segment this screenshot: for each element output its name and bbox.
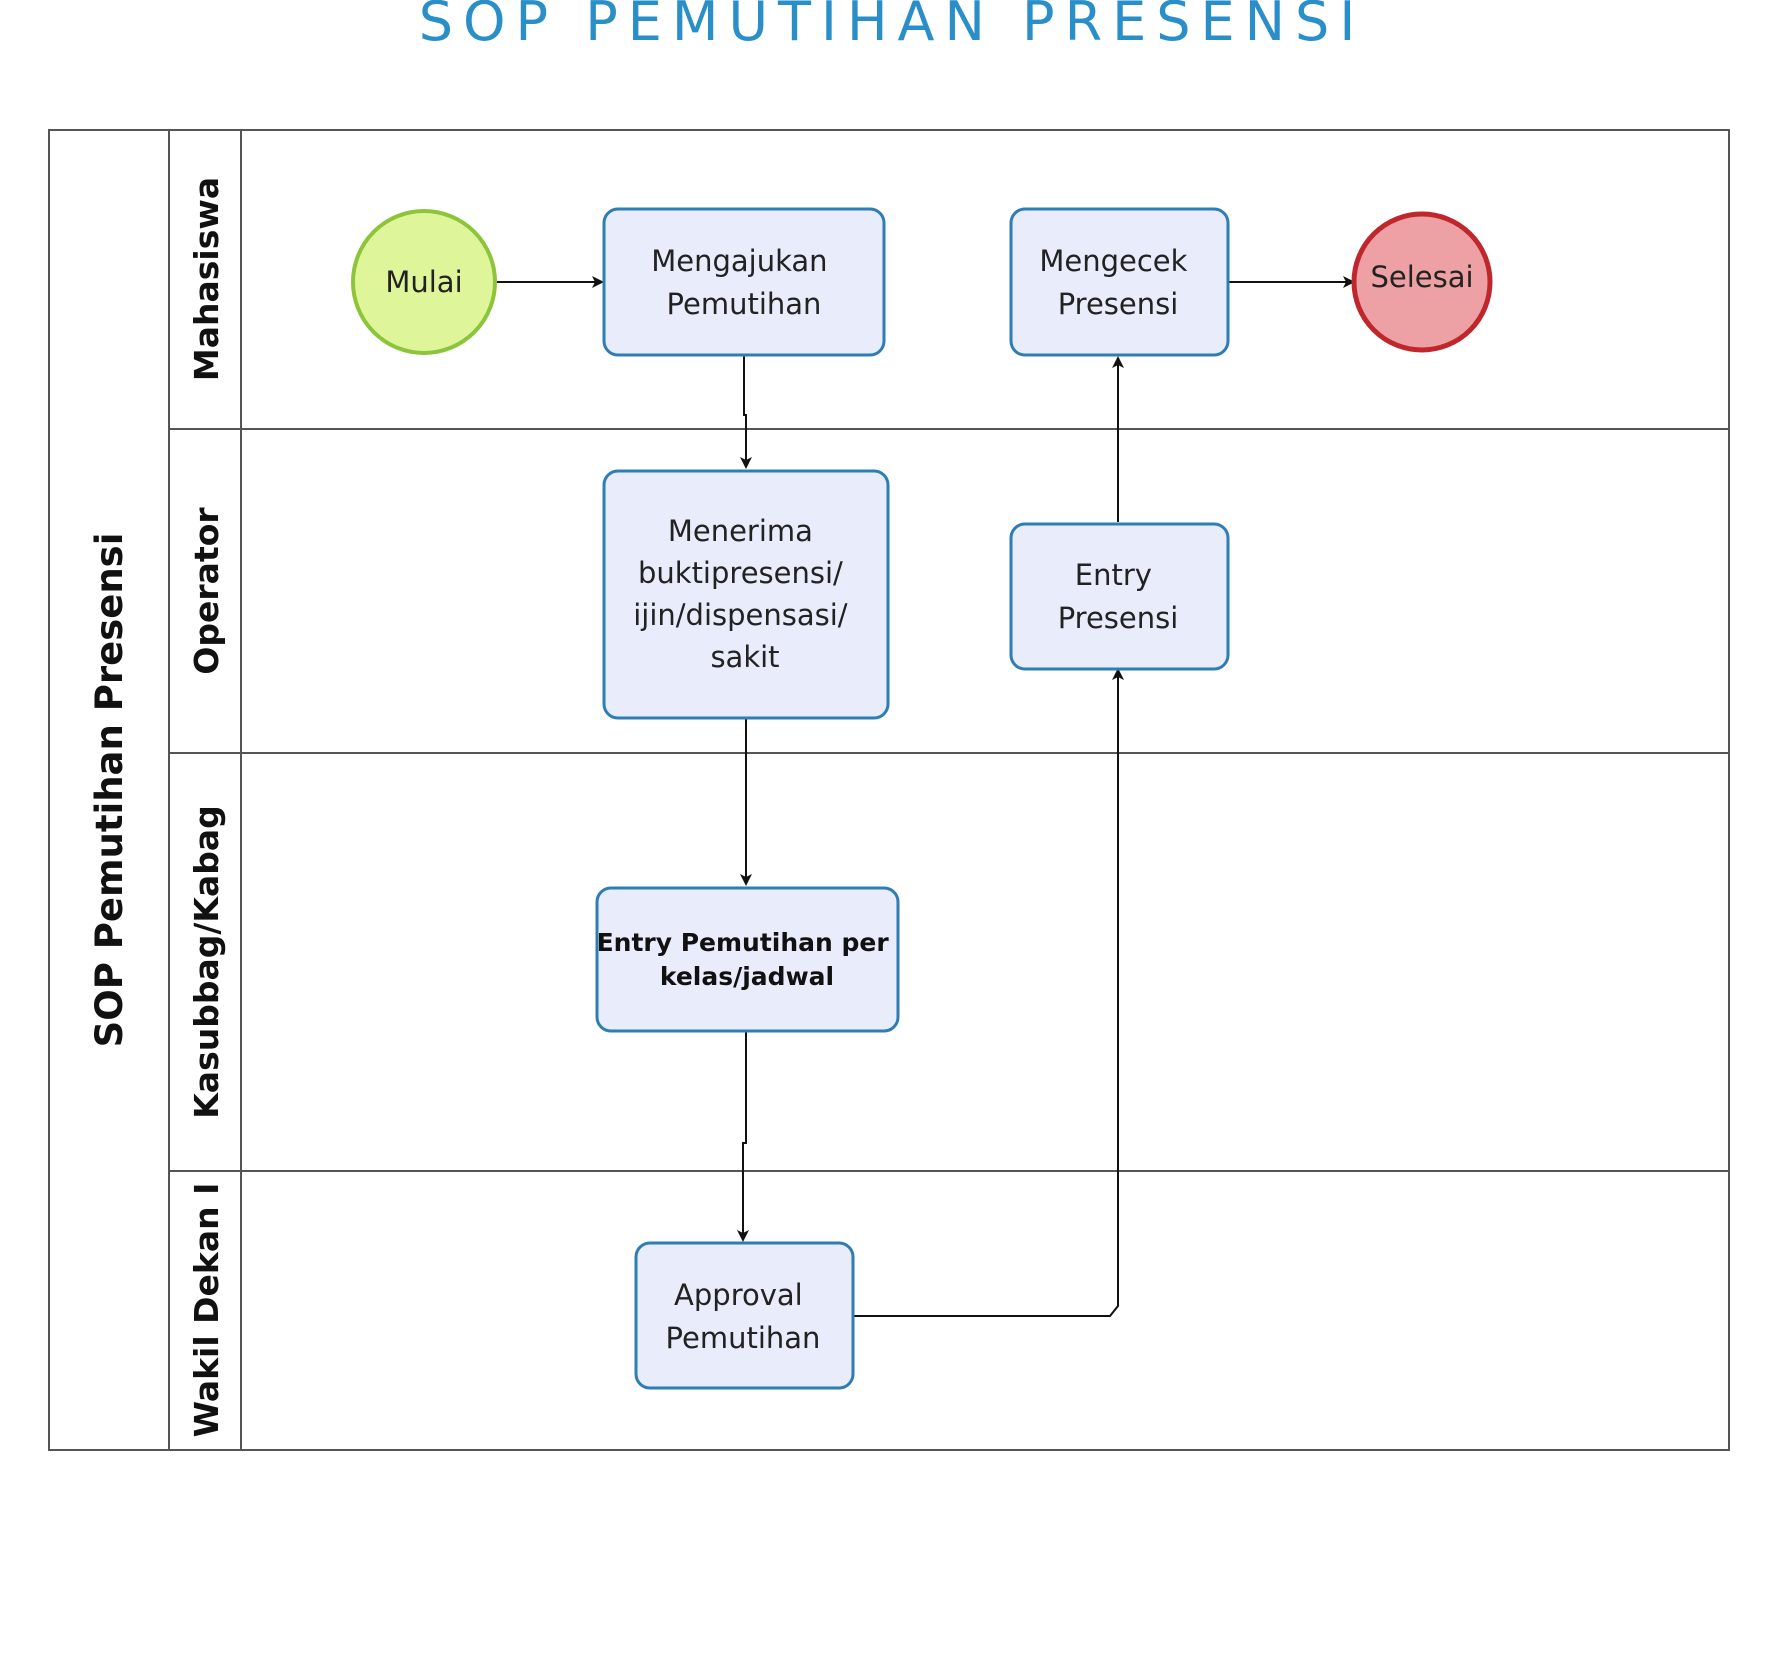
task-label-line: Approval: [674, 1278, 803, 1312]
task-label-line: sakit: [710, 640, 779, 674]
pool-label: SOP Pemutihan Presensi: [88, 533, 131, 1048]
task-label: Mengecek Presensi: [1039, 244, 1196, 321]
task-label: Menerima buktipresensi/ ijin/dispensasi/…: [633, 514, 857, 674]
task-box: [602, 207, 886, 357]
connectors: [495, 276, 1355, 1317]
task-label: Approval Pemutihan: [666, 1278, 821, 1355]
task-entry-presensi[interactable]: Entry Presensi: [1009, 522, 1230, 671]
task-approval-pemutihan[interactable]: Approval Pemutihan: [634, 1241, 855, 1390]
lane-label-mahasiswa: Mahasiswa: [187, 177, 226, 381]
end-event-label: Selesai: [1370, 260, 1473, 294]
lane-label-wakil-dekan: Wakil Dekan I: [187, 1183, 226, 1438]
task-box: [595, 886, 900, 1033]
task-box: [1009, 207, 1230, 357]
task-entry-pemutihan[interactable]: Entry Pemutihan per kelas/jadwal: [595, 886, 900, 1033]
pool-border: [48, 129, 1730, 1451]
task-mengecek-presensi[interactable]: Mengecek Presensi: [1009, 207, 1230, 357]
end-event-circle: [1351, 211, 1493, 353]
task-box: [602, 469, 890, 720]
page-title: SOP PEMUTIHAN PRESENSI: [419, 0, 1366, 53]
start-event-label: Mulai: [385, 265, 462, 299]
end-event[interactable]: Selesai: [1351, 211, 1493, 353]
task-mengajukan-pemutihan[interactable]: Mengajukan Pemutihan: [602, 207, 886, 357]
task-menerima-bukti-presensi[interactable]: Menerima buktipresensi/ ijin/dispensasi/…: [602, 469, 890, 720]
task-label: Mengajukan Pemutihan: [651, 244, 837, 321]
task-label-line: Presensi: [1058, 601, 1179, 635]
start-event[interactable]: Mulai: [351, 209, 497, 355]
pool: SOP Pemutihan Presensi Mahasiswa Operato…: [48, 129, 1730, 1451]
task-label-line: Presensi: [1058, 287, 1179, 321]
task-label: Entry Presensi: [1058, 558, 1179, 635]
task-label-line: kelas/jadwal: [660, 962, 834, 991]
start-event-circle: [351, 209, 497, 355]
task-box: [1009, 522, 1230, 671]
task-label-line: Entry: [1075, 558, 1152, 592]
task-label-line: Pemutihan: [666, 1321, 821, 1355]
task-label: Entry Pemutihan per kelas/jadwal: [597, 928, 898, 991]
task-box: [634, 1241, 855, 1390]
task-label-line: Pemutihan: [667, 287, 822, 321]
lane-label-kasubbag-kabag: Kasubbag/Kabag: [187, 805, 226, 1119]
task-label-line: Mengajukan: [651, 244, 827, 278]
task-label-line: Mengecek: [1039, 244, 1187, 278]
task-label-line: ijin/dispensasi/: [633, 598, 848, 632]
arrow-entry-pemutihan-to-approval: [737, 1032, 749, 1242]
arrow-mengajukan-to-menerima: [740, 356, 752, 469]
arrow-approval-to-entry-presensi: [853, 668, 1124, 1317]
task-label-line: Entry Pemutihan per: [597, 928, 890, 957]
task-label-line: buktipresensi/: [638, 556, 843, 590]
lane-label-operator: Operator: [187, 507, 226, 675]
task-label-line: Menerima: [668, 514, 813, 548]
